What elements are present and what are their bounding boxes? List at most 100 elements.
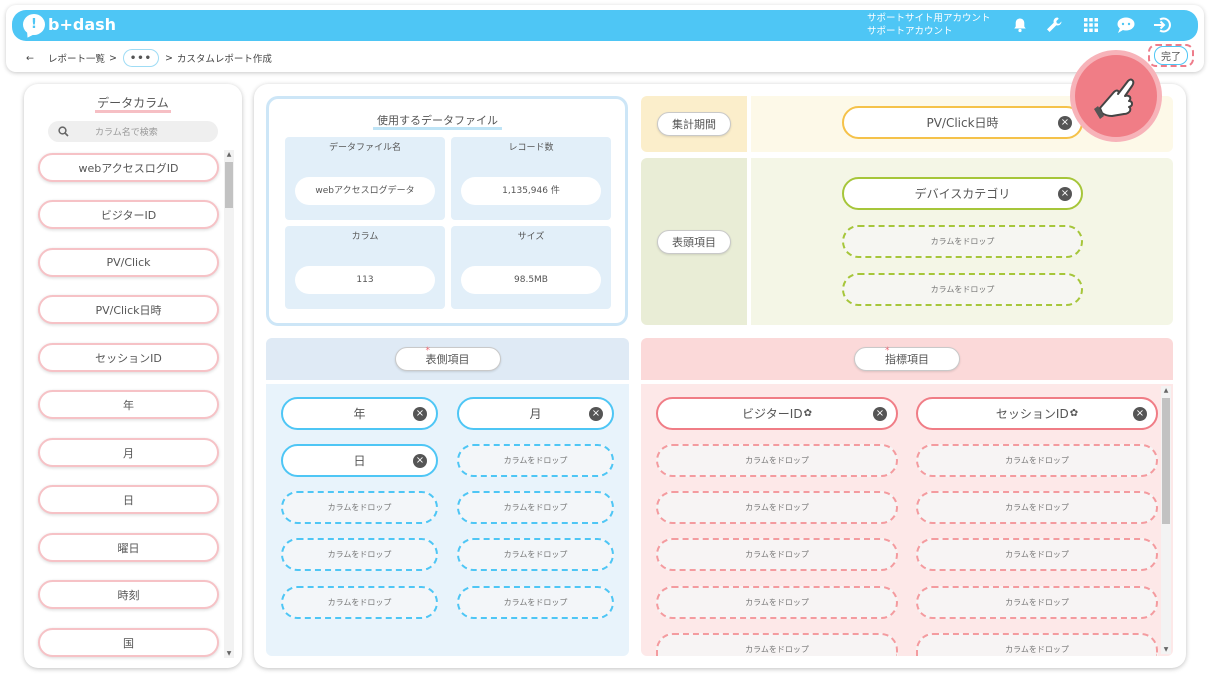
wrench-icon[interactable] [1042,13,1066,37]
metric-drop-slot[interactable]: カラムをドロップ [656,633,898,656]
metric-drop-slot[interactable]: カラムをドロップ [916,491,1158,524]
metric-chip-session[interactable]: セッションID✿ × [916,397,1158,430]
header-drop-slot[interactable]: カラムをドロップ [842,273,1083,306]
header-drop-slot[interactable]: カラムをドロップ [842,225,1083,258]
logo-text: b+dash [48,15,117,34]
file-name-cell: データファイル名 webアクセスログデータ [285,137,445,220]
column-item[interactable]: ビジターID [38,200,219,229]
record-count-cell: レコード数 1,135,946 件 [451,137,611,220]
metrics-scrollbar[interactable]: ▲ ▼ [1161,386,1171,654]
scroll-up-icon[interactable]: ▲ [226,151,232,158]
remove-icon[interactable]: × [589,407,603,421]
column-item[interactable]: 曜日 [38,533,219,562]
header-items-label-area: 表頭項目 [641,158,747,325]
column-item[interactable]: 月 [38,438,219,467]
grid-icon[interactable] [1079,13,1103,37]
metric-drop-slot[interactable]: カラムをドロップ [916,538,1158,571]
period-chip[interactable]: PV/Click日時 × [842,106,1083,139]
column-count-cell: カラム 113 [285,226,445,309]
account-info[interactable]: サポートサイト用アカウント サポートアカウント [867,12,991,38]
breadcrumb: ← レポート一覧 > ••• > カスタムレポート作成 [26,49,272,67]
remove-icon[interactable]: × [873,407,887,421]
column-search-input[interactable]: カラム名で検索 [48,121,218,142]
column-item[interactable]: webアクセスログID [38,153,219,182]
breadcrumb-more-button[interactable]: ••• [122,49,159,67]
column-item[interactable]: PV/Click [38,248,219,277]
scroll-down-icon[interactable]: ▼ [1163,646,1169,653]
period-label: 集計期間 [657,112,731,136]
metric-drop-slot[interactable]: カラムをドロップ [656,491,898,524]
header-chip-label: デバイスカテゴリ [914,187,1011,201]
row-chip-day[interactable]: 日× [281,444,438,477]
scrollbar-thumb[interactable] [225,162,233,208]
data-file-title: 使用するデータファイル [373,112,502,130]
scroll-down-icon[interactable]: ▼ [226,650,232,657]
remove-icon[interactable]: × [1133,407,1147,421]
done-button[interactable]: 完了 [1154,46,1188,65]
metric-drop-slot[interactable]: カラムをドロップ [916,586,1158,619]
gear-icon[interactable]: ✿ [1069,408,1079,419]
row-items-label: *表側項目 [394,346,501,371]
record-count-value: 1,135,946 件 [461,177,601,205]
row-drop-slot[interactable]: カラムをドロップ [281,586,438,619]
scroll-up-icon[interactable]: ▲ [1163,387,1169,394]
file-name-value: webアクセスログデータ [295,177,435,205]
account-line1: サポートサイト用アカウント [867,13,991,24]
data-column-title: データカラム [24,94,242,113]
back-arrow-icon[interactable]: ← [26,52,34,64]
remove-icon[interactable]: × [413,407,427,421]
data-column-panel: データカラム カラム名で検索 webアクセスログID ビジターID PV/Cli… [24,84,242,668]
metric-chip-label: セッションID [995,407,1069,421]
top-bar: ! b+dash サポートサイト用アカウント サポートアカウント [12,10,1198,41]
pointer-hand-icon [1070,50,1162,142]
metric-chip-visitor[interactable]: ビジターID✿× [656,397,898,430]
metric-drop-slot[interactable]: カラムをドロップ [656,586,898,619]
breadcrumb-report-list[interactable]: レポート一覧 [47,54,105,65]
size-label: サイズ [517,232,545,242]
row-chip-label: 年 [353,407,366,421]
logo-mark-icon: ! [23,14,45,35]
metric-drop-slot[interactable]: カラムをドロップ [656,538,898,571]
chat-icon[interactable] [1114,13,1138,37]
row-chip-label: 月 [529,407,542,421]
scrollbar-thumb[interactable] [1162,398,1170,524]
metric-drop-slot[interactable]: カラムをドロップ [916,444,1158,477]
search-icon [58,126,69,137]
logout-icon[interactable] [1150,13,1174,37]
record-count-label: レコード数 [508,143,554,153]
metrics-label: *指標項目 [854,346,960,371]
row-drop-slot[interactable]: カラムをドロップ [281,538,438,571]
row-chip-month[interactable]: 月× [457,397,614,430]
bell-icon[interactable] [1008,13,1032,37]
column-item[interactable]: セッションID [38,343,219,372]
row-drop-slot[interactable]: カラムをドロップ [457,491,614,524]
logo[interactable]: ! b+dash [23,14,116,35]
gear-icon[interactable]: ✿ [803,408,812,419]
search-placeholder: カラム名で検索 [95,128,158,138]
column-item[interactable]: 年 [38,390,219,419]
file-name-label: データファイル名 [328,143,401,153]
row-drop-slot[interactable]: カラムをドロップ [457,586,614,619]
column-count-label: カラム [351,232,379,242]
period-label-area: 集計期間 [641,96,747,152]
column-item[interactable]: 国 [38,628,219,657]
row-chip-year[interactable]: 年× [281,397,438,430]
column-list-scrollbar[interactable]: ▲ ▼ [224,150,234,658]
row-drop-slot[interactable]: カラムをドロップ [281,491,438,524]
remove-icon[interactable]: × [1058,116,1072,130]
done-button-highlight: 完了 [1148,44,1194,67]
row-items-head: *表側項目 [266,338,629,380]
metric-drop-slot[interactable]: カラムをドロップ [916,633,1158,656]
metric-drop-slot[interactable]: カラムをドロップ [656,444,898,477]
breadcrumb-separator: > [108,52,117,64]
account-line2: サポートアカウント [867,26,953,37]
remove-icon[interactable]: × [413,454,427,468]
remove-icon[interactable]: × [1058,187,1072,201]
column-item[interactable]: PV/Click日時 [38,295,219,324]
row-drop-slot[interactable]: カラムをドロップ [457,538,614,571]
header-chip[interactable]: デバイスカテゴリ × [842,177,1083,210]
row-drop-slot[interactable]: カラムをドロップ [457,444,614,477]
metrics-head: *指標項目 [641,338,1173,380]
column-item[interactable]: 時刻 [38,580,219,609]
column-item[interactable]: 日 [38,485,219,514]
